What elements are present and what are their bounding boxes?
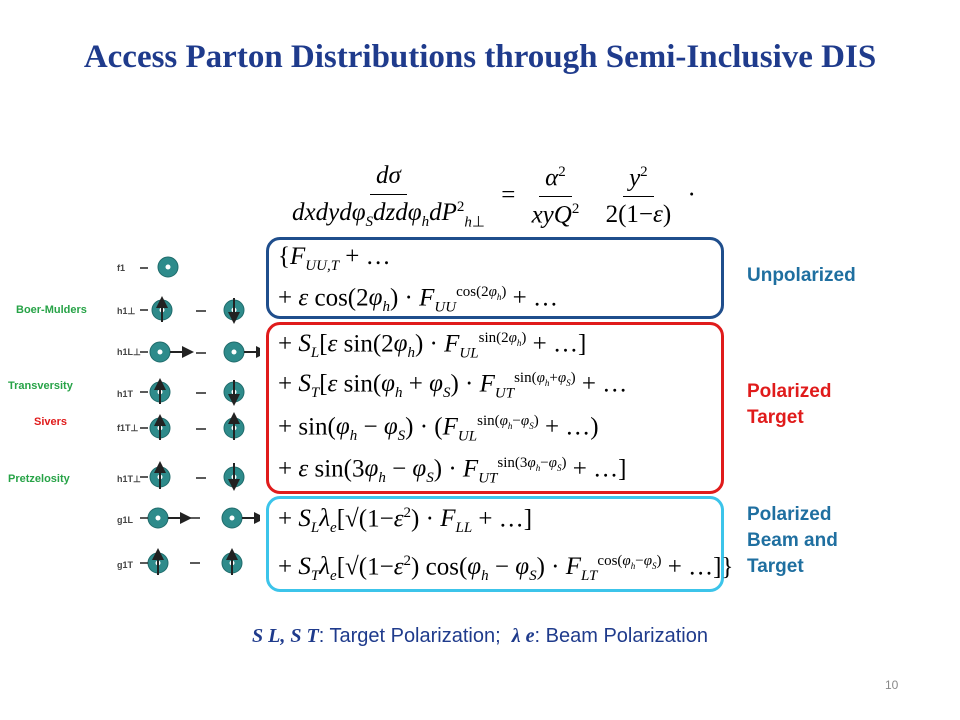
polarized-target-term-3: + sin(φh − φS) · (FULsin(φh−φS) + …)	[278, 413, 599, 445]
polarized-target-box	[266, 322, 724, 494]
unpolarized-label: Unpolarized	[747, 265, 856, 286]
polarized-beam-term-1: + SLλe[√(1−ε2) · FLL + …]	[278, 505, 533, 537]
dist-h1perp: h1⊥	[117, 306, 136, 316]
polarized-beam-box	[266, 496, 724, 592]
sl-st-symbols: S L, S T	[252, 625, 319, 647]
polarized-target-term-1: + SL[ε sin(2φh) · FULsin(2φh) + …]	[278, 330, 587, 362]
polarized-beam-label: Polarized Beam and Target	[747, 504, 838, 577]
dist-h1T: h1T	[117, 389, 134, 399]
dist-g1T: g1T	[117, 560, 134, 570]
page-number: 10	[885, 678, 899, 692]
polarized-beam-term-2: + STλe[√(1−ε2) cos(φh − φS) · FLTcos(φh−…	[278, 553, 734, 585]
unpolarized-term-1: {FUU,T + …	[278, 243, 391, 274]
polarized-target-label: Polarized Target	[747, 381, 832, 428]
boer-mulders-label: Boer-Mulders	[16, 304, 87, 316]
polarized-target-term-2: + ST[ε sin(φh + φS) · FUTsin(φh+φS) + …	[278, 370, 628, 402]
polarized-target-term-4: + ε sin(3φh − φS) · FUTsin(3φh−φS) + …]	[278, 455, 627, 487]
dist-h1Tperp: h1T⊥	[117, 474, 141, 484]
dist-g1L: g1L	[117, 515, 134, 525]
dist-f1Tperp: f1T⊥	[117, 423, 139, 433]
transversity-label: Transversity	[8, 380, 73, 392]
dist-h1Lperp: h1L⊥	[117, 347, 141, 357]
footer-note: S L, S T: Target Polarization; λ e: Beam…	[252, 625, 708, 647]
pretzelosity-label: Pretzelosity	[8, 473, 70, 485]
dist-f1: f1	[117, 263, 126, 273]
unpolarized-box	[266, 237, 724, 319]
sivers-label: Sivers	[34, 416, 68, 428]
nucleon-diagrams	[140, 256, 260, 575]
unpolarized-term-2: + ε cos(2φh) · FUUcos(2φh) + …	[278, 284, 558, 316]
lambda-symbol: λ e	[511, 625, 535, 647]
slide-title: Access Parton Distributions through Semi…	[83, 39, 877, 75]
